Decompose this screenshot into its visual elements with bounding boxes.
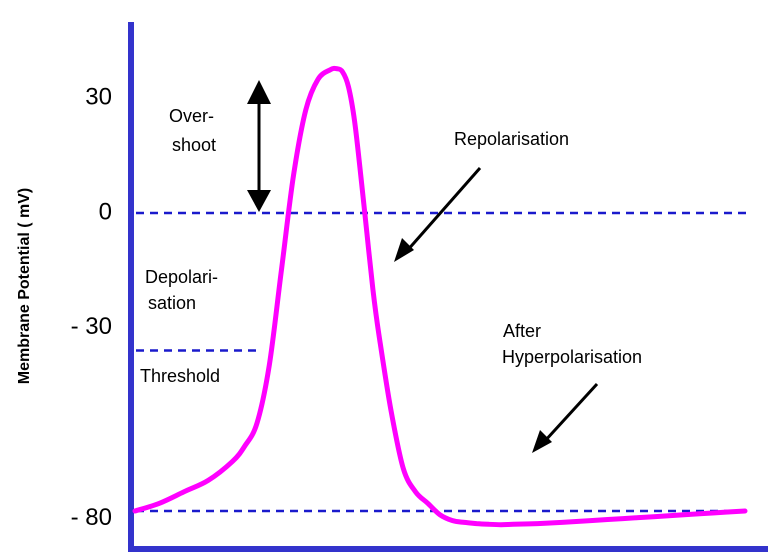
annotation-threshold: Threshold: [140, 366, 220, 386]
annotation-overshoot-line1: Over-: [169, 106, 214, 126]
overshoot-arrowhead-down: [247, 190, 271, 212]
annotation-after-line1: After: [503, 321, 541, 341]
overshoot-arrowhead-up: [247, 80, 271, 104]
y-axis-label: Membrane Potential ( mV): [16, 188, 33, 384]
annotation-overshoot-line2: shoot: [172, 135, 216, 155]
repolarisation-arrow: [404, 167, 482, 253]
annotation-depolarisation-line1: Depolari-: [145, 267, 218, 287]
y-tick-label: - 30: [71, 313, 112, 340]
y-tick-label: 30: [85, 84, 112, 111]
repolarisation-arrowhead: [394, 238, 414, 262]
y-tick-label: - 80: [71, 504, 112, 531]
annotation-depolarisation-line2: sation: [148, 293, 196, 313]
after-hyperpolarisation-arrowhead: [532, 430, 552, 453]
after-hyperpolarisation-arrow: [542, 382, 599, 444]
annotation-after-line2: Hyperpolarisation: [502, 347, 642, 367]
membrane-potential-curve: [132, 65, 748, 528]
y-tick-label: 0: [99, 198, 112, 225]
annotation-repolarisation: Repolarisation: [454, 129, 569, 149]
